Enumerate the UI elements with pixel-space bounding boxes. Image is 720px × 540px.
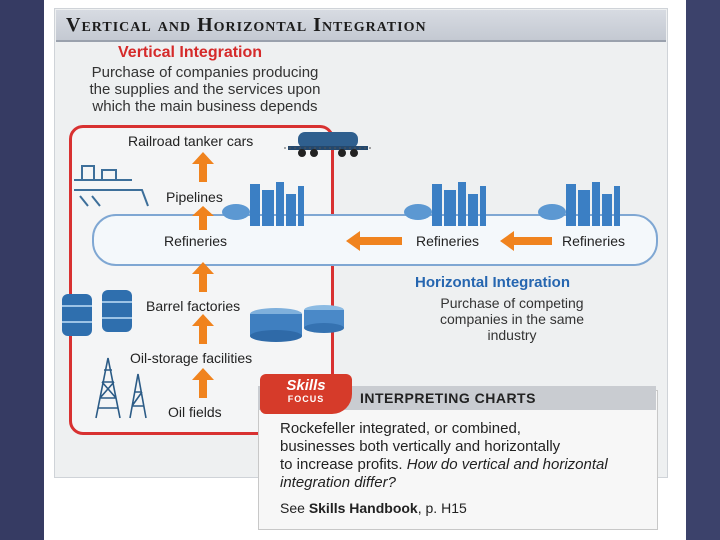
barrel-icon (58, 290, 140, 340)
skills-badge-line-1: Skills (260, 377, 352, 394)
vertical-desc-line-3: which the main business depends (70, 98, 340, 115)
skills-question: Rockefeller integrated, or combined, bus… (280, 420, 650, 492)
storage-tank-icon (248, 300, 348, 350)
vertical-integration-description: Purchase of companies producing the supp… (70, 64, 340, 115)
chart-title: Vertical and Horizontal Integration (66, 14, 427, 37)
label-barrel-factories: Barrel factories (146, 298, 240, 314)
skills-focus-badge: Skills FOCUS (260, 374, 352, 414)
vertical-integration-title: Vertical Integration (118, 44, 262, 62)
see-prefix: See (280, 500, 309, 516)
refinery-icon-3 (538, 180, 628, 230)
horizontal-desc-line-3: industry (412, 327, 612, 343)
pipeline-icon (72, 160, 152, 210)
label-oil-storage-facilities: Oil-storage facilities (130, 350, 252, 366)
skills-handbook-link: Skills Handbook (309, 500, 418, 516)
skills-text-line-1: Rockefeller integrated, or combined, (280, 420, 650, 438)
label-oil-fields: Oil fields (168, 404, 222, 420)
refinery-icon-2 (404, 180, 494, 230)
arrow-left-icon-2 (500, 231, 556, 251)
arrow-up-icon (192, 368, 214, 398)
arrow-left-icon (346, 231, 402, 251)
interpreting-charts-title: INTERPRETING CHARTS (360, 390, 536, 406)
railroad-car-icon (284, 128, 374, 160)
arrow-up-icon-3 (192, 262, 214, 292)
background-right (686, 0, 720, 540)
arrow-up-icon-4 (192, 206, 214, 236)
vertical-desc-line-2: the supplies and the services upon (70, 81, 340, 98)
label-pipelines: Pipelines (166, 189, 223, 205)
horizontal-integration-description: Purchase of competing companies in the s… (412, 295, 612, 343)
skills-text-line-2: businesses both vertically and horizonta… (280, 438, 650, 456)
arrow-up-icon-5 (192, 152, 214, 182)
arrow-up-icon-2 (192, 314, 214, 344)
skills-handbook-reference: See Skills Handbook, p. H15 (280, 500, 467, 516)
background-left (0, 0, 44, 540)
label-refineries-horizontal-1: Refineries (416, 233, 479, 249)
horizontal-integration-title: Horizontal Integration (415, 274, 570, 291)
horizontal-desc-line-1: Purchase of competing (412, 295, 612, 311)
label-railroad-tanker-cars: Railroad tanker cars (128, 133, 253, 149)
vertical-desc-line-1: Purchase of companies producing (70, 64, 340, 81)
see-suffix: , p. H15 (418, 500, 467, 516)
label-refineries-horizontal-2: Refineries (562, 233, 625, 249)
skills-text-line-3: to increase profits. (280, 456, 403, 473)
refinery-icon (222, 180, 312, 230)
skills-badge-line-2: FOCUS (260, 394, 352, 404)
horizontal-desc-line-2: companies in the same (412, 311, 612, 327)
